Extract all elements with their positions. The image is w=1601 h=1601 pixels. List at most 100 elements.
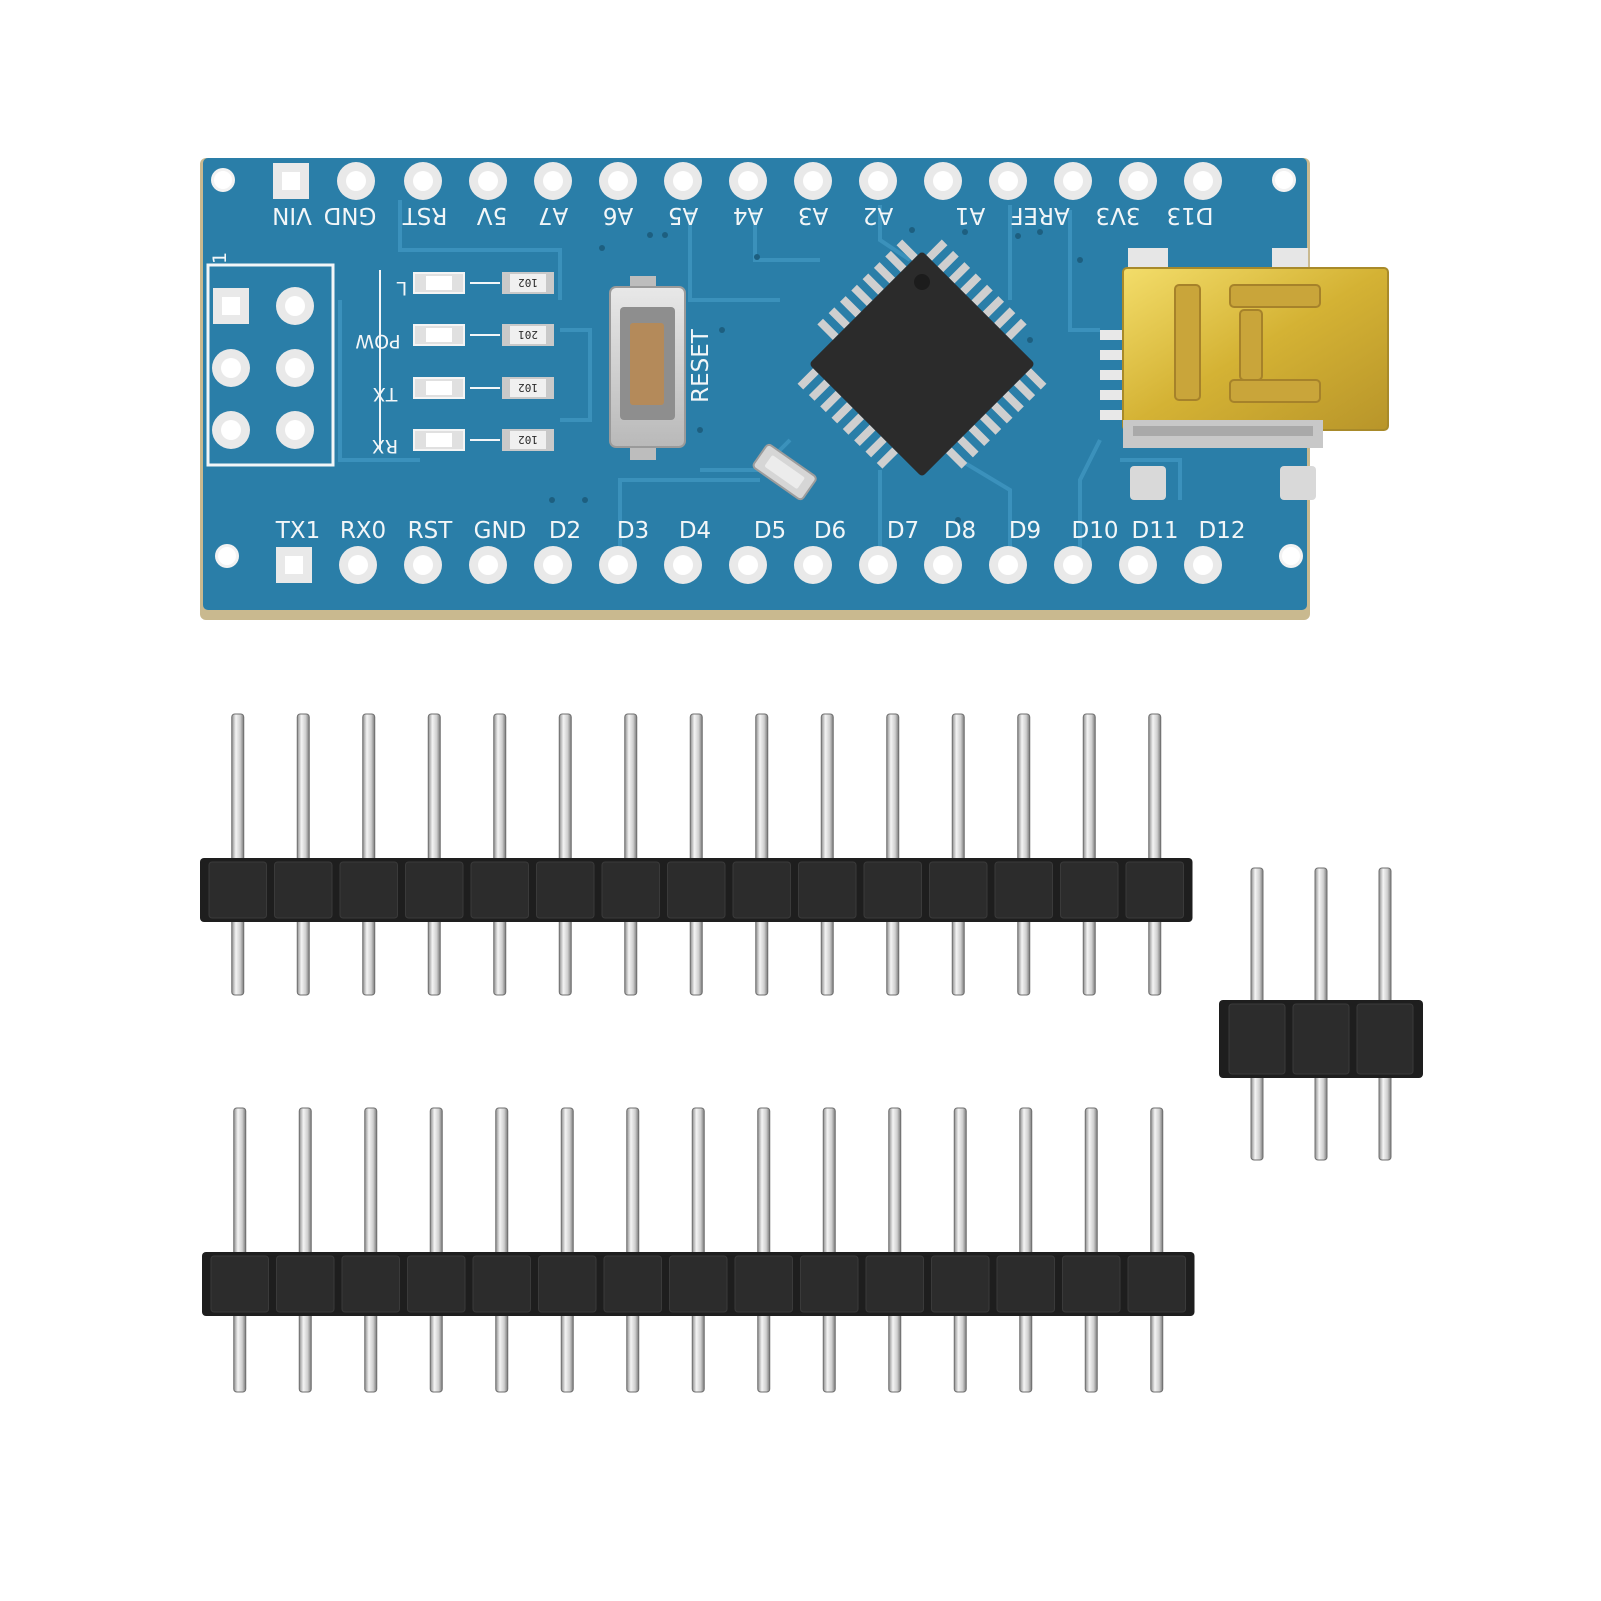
vias [549, 227, 1083, 523]
header-pin [1084, 1107, 1098, 1393]
header-segment [667, 861, 726, 919]
pin-header-15-top [200, 713, 1193, 996]
label-tx1: TX1 [275, 518, 320, 544]
header-segment [538, 1255, 597, 1313]
header-pin [626, 1107, 640, 1393]
label-a6: A6 [603, 202, 633, 228]
header-segment [470, 861, 529, 919]
header-pin [822, 1107, 836, 1393]
header-segment [798, 861, 857, 919]
header-pin [1017, 713, 1031, 996]
header-segment [1127, 1255, 1186, 1313]
label-a3: A3 [798, 202, 828, 228]
label-d3: D3 [617, 518, 649, 544]
header-segment [276, 1255, 335, 1313]
pin-header-3 [1219, 867, 1423, 1161]
header-segment [472, 1255, 531, 1313]
header-segment [732, 861, 791, 919]
resistor-code-4: 102 [518, 433, 538, 446]
arduino-nano-board: 1 VIN GND RST 5V [200, 158, 1389, 620]
label-aref: AREF [1010, 202, 1069, 228]
label-rst-top: RST [402, 202, 448, 228]
header-segment [1125, 861, 1184, 919]
pcb-traces [338, 200, 1182, 560]
reset-label: RESET [688, 328, 714, 403]
resistor-code-3: 102 [518, 381, 538, 394]
header-pin [1150, 1107, 1164, 1393]
header-pin [624, 713, 638, 996]
header-pin [820, 713, 834, 996]
header-segment [405, 861, 464, 919]
bottom-pin-labels: TX1 RX0 RST GND D2 D3 D4 D5 D6 D7 D8 D9 … [275, 518, 1246, 544]
header-pin [757, 1107, 771, 1393]
label-led-rx: RX [372, 435, 398, 457]
label-d12: D12 [1199, 518, 1246, 544]
header-pin [495, 1107, 509, 1393]
label-d13: D13 [1167, 202, 1214, 228]
label-d8: D8 [944, 518, 976, 544]
header-pin [362, 713, 376, 996]
header-segment [863, 861, 922, 919]
label-a5: A5 [668, 202, 698, 228]
label-d6: D6 [814, 518, 846, 544]
label-rx0: RX0 [340, 518, 386, 544]
header-segment [1356, 1003, 1414, 1075]
header-segment [341, 1255, 400, 1313]
header-segment [929, 861, 988, 919]
header-segment [536, 861, 595, 919]
label-d5: D5 [754, 518, 786, 544]
label-d2: D2 [549, 518, 581, 544]
label-gnd-top: GND [324, 202, 377, 228]
top-pin-labels: VIN GND RST 5V A7 A6 A5 A4 A3 A2 A1 AREF… [272, 202, 1213, 228]
header-pin [689, 713, 703, 996]
label-d9: D9 [1009, 518, 1041, 544]
header-segment [800, 1255, 859, 1313]
header-segment [996, 1255, 1055, 1313]
header-pin [231, 713, 245, 996]
header-pin [951, 713, 965, 996]
top-pin-row [273, 162, 1222, 200]
header-segment [603, 1255, 662, 1313]
header-segment [601, 861, 660, 919]
pcb [203, 158, 1307, 610]
header-segment [1292, 1003, 1350, 1075]
header-segment [994, 861, 1053, 919]
header-pin [560, 1107, 574, 1393]
reset-button: RESET [609, 276, 714, 460]
header-segment [208, 861, 267, 919]
resistor-code-2: 201 [518, 328, 538, 341]
label-d11: D11 [1132, 518, 1179, 544]
header-segment [865, 1255, 924, 1313]
header-pin [427, 713, 441, 996]
header-pin [429, 1107, 443, 1393]
header-pin [1082, 713, 1096, 996]
label-a4: A4 [733, 202, 763, 228]
label-d10: D10 [1072, 518, 1119, 544]
microcontroller-chip [797, 239, 1047, 476]
header-pin [296, 713, 310, 996]
mounting-holes [211, 168, 1303, 568]
label-3v3: 3V3 [1095, 202, 1140, 228]
header-segment [931, 1255, 990, 1313]
label-vin: VIN [272, 202, 312, 228]
label-rst-bottom: RST [408, 518, 454, 544]
resistor-code-1: 102 [518, 276, 538, 289]
led-block: L POW TX RX 102 201 102 102 [355, 270, 554, 457]
icsp-header: 1 [206, 252, 335, 467]
header-pin [886, 713, 900, 996]
header-pin [755, 713, 769, 996]
label-led-l: L [396, 277, 407, 299]
header-pin [953, 1107, 967, 1393]
header-pin [298, 1107, 312, 1393]
header-pin [558, 713, 572, 996]
pin1-mark: 1 [209, 252, 231, 264]
header-segment [274, 861, 333, 919]
header-segment [669, 1255, 728, 1313]
header-pin [233, 1107, 247, 1393]
label-a7: A7 [538, 202, 568, 228]
label-a2: A2 [863, 202, 893, 228]
header-pin [1019, 1107, 1033, 1393]
header-segment [210, 1255, 269, 1313]
header-pin [888, 1107, 902, 1393]
